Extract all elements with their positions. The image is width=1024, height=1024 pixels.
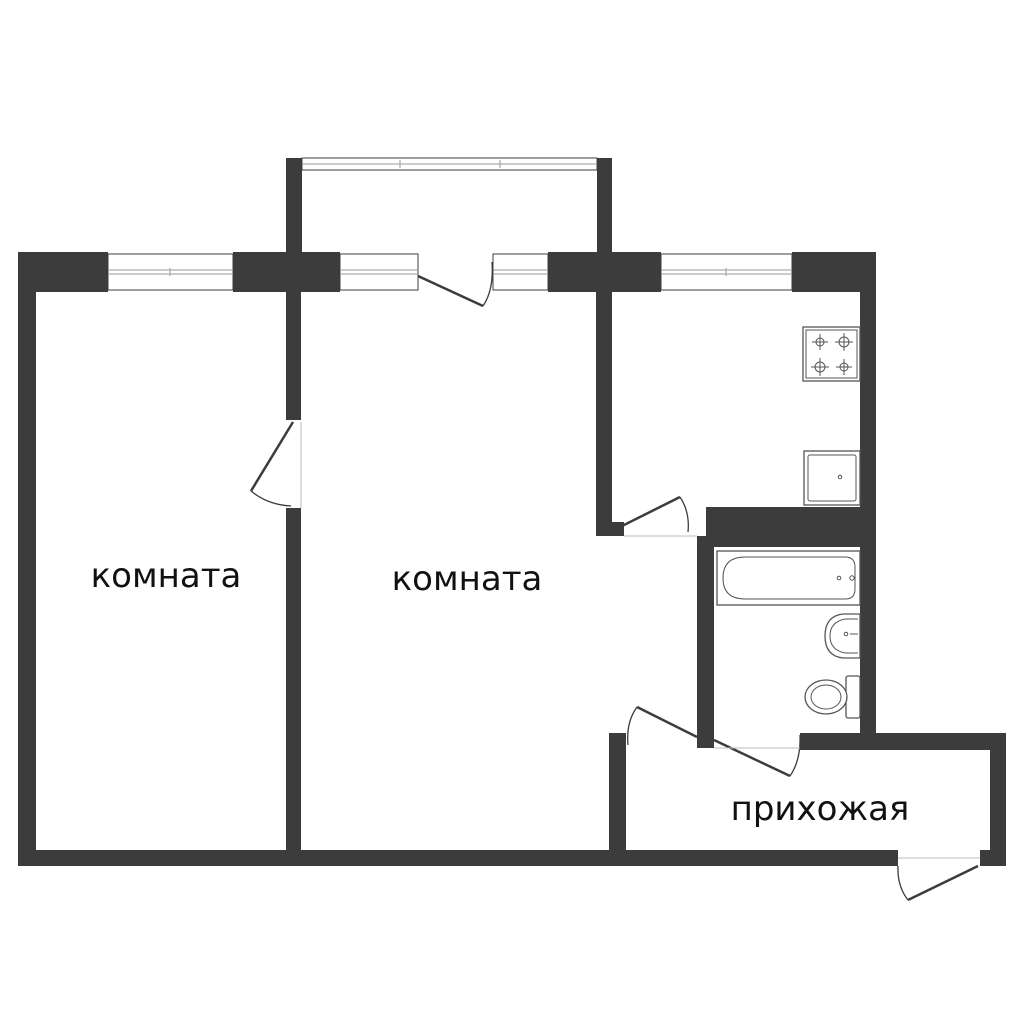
door-entrance [897,857,980,902]
balcony-left-wall [286,158,302,254]
top-wall-mid-pier [233,252,340,292]
bathroom-west-wall [697,536,714,748]
kitchen-bathroom-wall [706,507,876,547]
bathtub-icon [716,550,861,606]
window-kitchen [660,253,793,291]
partition-rooms-lower [286,508,301,858]
hallway-west-wall [609,733,626,866]
stove-icon [802,326,861,382]
door-balcony [417,261,493,308]
door-room2-hallway [627,705,698,746]
hallway-top-wall-right [800,733,1006,750]
toilet-icon [804,675,861,719]
washbasin-icon [824,613,861,659]
hallway-east-wall [990,733,1006,866]
hallway-label: прихожая [731,789,910,829]
room2-label: комната [392,559,543,599]
doors [249,261,980,902]
window-room2-right [492,253,549,291]
windows [107,157,793,291]
window-room2-left [339,253,419,291]
top-wall-right-pier [548,252,661,292]
partition-rooms-upper [286,290,301,420]
bottom-exterior-wall [18,850,898,866]
door-bathroom [713,734,801,778]
kitchen-sink-icon [803,450,861,506]
window-balcony [301,157,598,171]
kitchen-east-wall [860,252,876,547]
door-kitchen [621,495,697,537]
fixtures [716,326,861,719]
kitchen-south-wall-stub [596,522,624,536]
room1-label: комната [91,556,242,596]
left-exterior-wall [18,252,36,866]
walls [18,158,1006,866]
room-labels: комната комната прихожая [91,556,910,829]
window-room1 [107,253,234,291]
door-between-rooms [249,421,302,508]
bathroom-east-wall [860,536,876,742]
balcony-right-wall [597,158,612,254]
kitchen-west-wall [596,290,612,536]
